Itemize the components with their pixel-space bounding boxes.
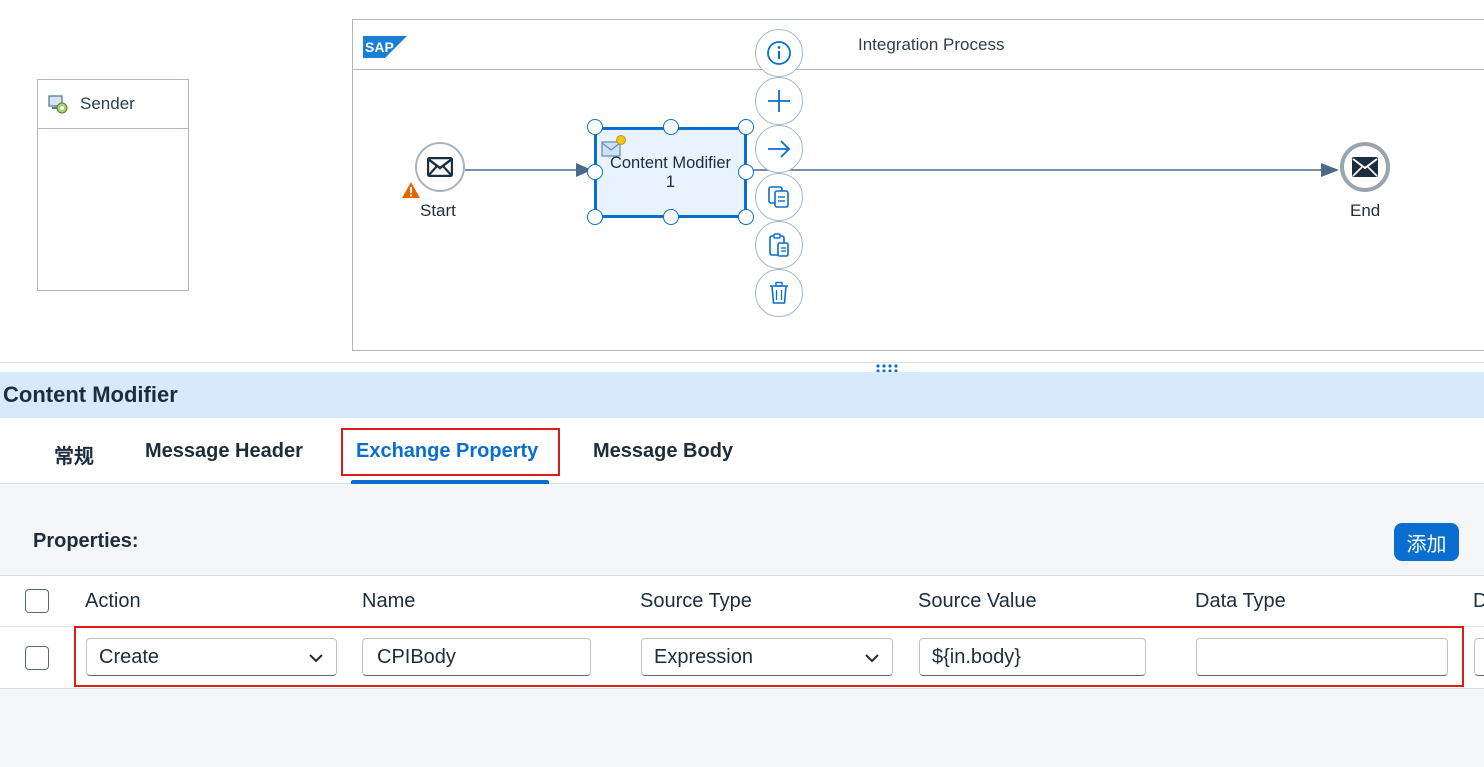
resize-handle[interactable] bbox=[587, 164, 603, 180]
tab-bar: 常规 Message Header Exchange Property Mess… bbox=[0, 418, 1484, 484]
resize-handle[interactable] bbox=[587, 119, 603, 135]
row-checkbox[interactable] bbox=[25, 646, 49, 670]
source-value-text: ${in.body} bbox=[932, 645, 1021, 668]
content-modifier-label: Content Modifier 1 bbox=[597, 154, 744, 192]
copy-button[interactable] bbox=[755, 173, 803, 221]
column-header-action: Action bbox=[85, 590, 141, 612]
column-header-name: Name bbox=[362, 590, 416, 612]
content-modifier-icon bbox=[601, 135, 626, 157]
sender-label: Sender bbox=[80, 94, 135, 113]
info-button[interactable] bbox=[755, 29, 803, 77]
add-button[interactable]: 添加 bbox=[1394, 523, 1459, 561]
tab-message-body[interactable]: Message Body bbox=[593, 440, 734, 462]
start-event[interactable] bbox=[415, 142, 465, 192]
resize-handle[interactable] bbox=[663, 209, 679, 225]
action-select[interactable]: Create bbox=[86, 638, 337, 676]
delete-button[interactable] bbox=[755, 269, 803, 317]
source-value-input[interactable]: ${in.body} bbox=[919, 638, 1146, 676]
sap-logo: SAP bbox=[363, 36, 407, 58]
sender-header: Sender bbox=[38, 80, 188, 129]
paste-icon bbox=[769, 233, 789, 257]
sender-system-icon bbox=[48, 95, 68, 114]
copy-icon bbox=[768, 186, 789, 208]
select-all-checkbox[interactable] bbox=[25, 589, 49, 613]
panel-title: Content Modifier bbox=[0, 372, 1484, 418]
resize-handle[interactable] bbox=[738, 119, 754, 135]
column-header-source-value: Source Value bbox=[918, 590, 1037, 612]
end-event-label: End bbox=[1350, 201, 1381, 220]
highlight-annotation bbox=[341, 428, 560, 476]
sap-logo-text: SAP bbox=[365, 39, 394, 55]
name-input-value: CPIBody bbox=[377, 645, 456, 668]
connect-button[interactable] bbox=[755, 125, 803, 173]
pool-title: Integration Process bbox=[858, 35, 1005, 54]
tab-general[interactable]: 常规 bbox=[54, 446, 94, 468]
content-modifier-step[interactable]: Content Modifier 1 bbox=[594, 127, 747, 218]
highlight-annotation bbox=[74, 626, 1464, 687]
resize-handle[interactable] bbox=[587, 209, 603, 225]
connect-arrow-icon bbox=[768, 140, 791, 158]
resize-handle[interactable] bbox=[663, 119, 679, 135]
column-header-data-type: Data Type bbox=[1195, 590, 1286, 612]
properties-label: Properties: bbox=[33, 530, 139, 552]
data-type-input[interactable] bbox=[1196, 638, 1448, 676]
pool-header: SAP Integration Process bbox=[353, 20, 1484, 70]
action-select-value: Create bbox=[99, 645, 160, 668]
column-header-source-type: Source Type bbox=[640, 590, 752, 612]
properties-table: Action Name Source Type Source Value Dat… bbox=[0, 575, 1484, 689]
column-header-truncated: D bbox=[1473, 590, 1484, 612]
integration-process-pool[interactable]: SAP Integration Process bbox=[352, 19, 1484, 351]
tab-exchange-property[interactable]: Exchange Property bbox=[356, 440, 539, 462]
properties-content: Properties: 添加 Action Name Source Type S… bbox=[0, 484, 1484, 767]
paste-button[interactable] bbox=[755, 221, 803, 269]
end-event[interactable] bbox=[1340, 142, 1390, 192]
content-modifier-label-line1: Content Modifier bbox=[609, 154, 732, 172]
resize-handle[interactable] bbox=[738, 209, 754, 225]
source-type-select[interactable]: Expression bbox=[641, 638, 893, 676]
drag-handle-icon[interactable] bbox=[875, 364, 903, 374]
sender-participant[interactable]: Sender bbox=[37, 79, 189, 291]
add-step-button[interactable] bbox=[755, 77, 803, 125]
content-modifier-label-line2: 1 bbox=[665, 173, 676, 191]
truncated-field[interactable] bbox=[1474, 638, 1484, 676]
start-event-label: Start bbox=[420, 201, 456, 220]
active-tab-indicator bbox=[351, 480, 549, 484]
chevron-down-icon bbox=[865, 654, 879, 663]
warning-icon[interactable] bbox=[401, 181, 421, 199]
delete-icon bbox=[770, 281, 788, 304]
envelope-filled-icon bbox=[1352, 157, 1378, 177]
add-icon bbox=[768, 90, 790, 112]
info-icon bbox=[767, 41, 791, 65]
tab-message-header[interactable]: Message Header bbox=[145, 440, 303, 462]
source-type-value: Expression bbox=[654, 645, 753, 668]
panel-splitter[interactable] bbox=[0, 362, 1484, 374]
chevron-down-icon bbox=[309, 654, 323, 663]
name-input[interactable]: CPIBody bbox=[362, 638, 591, 676]
integration-flow-canvas[interactable]: Sender SAP Integration Process bbox=[0, 0, 1484, 362]
resize-handle[interactable] bbox=[738, 164, 754, 180]
envelope-icon bbox=[427, 157, 453, 177]
